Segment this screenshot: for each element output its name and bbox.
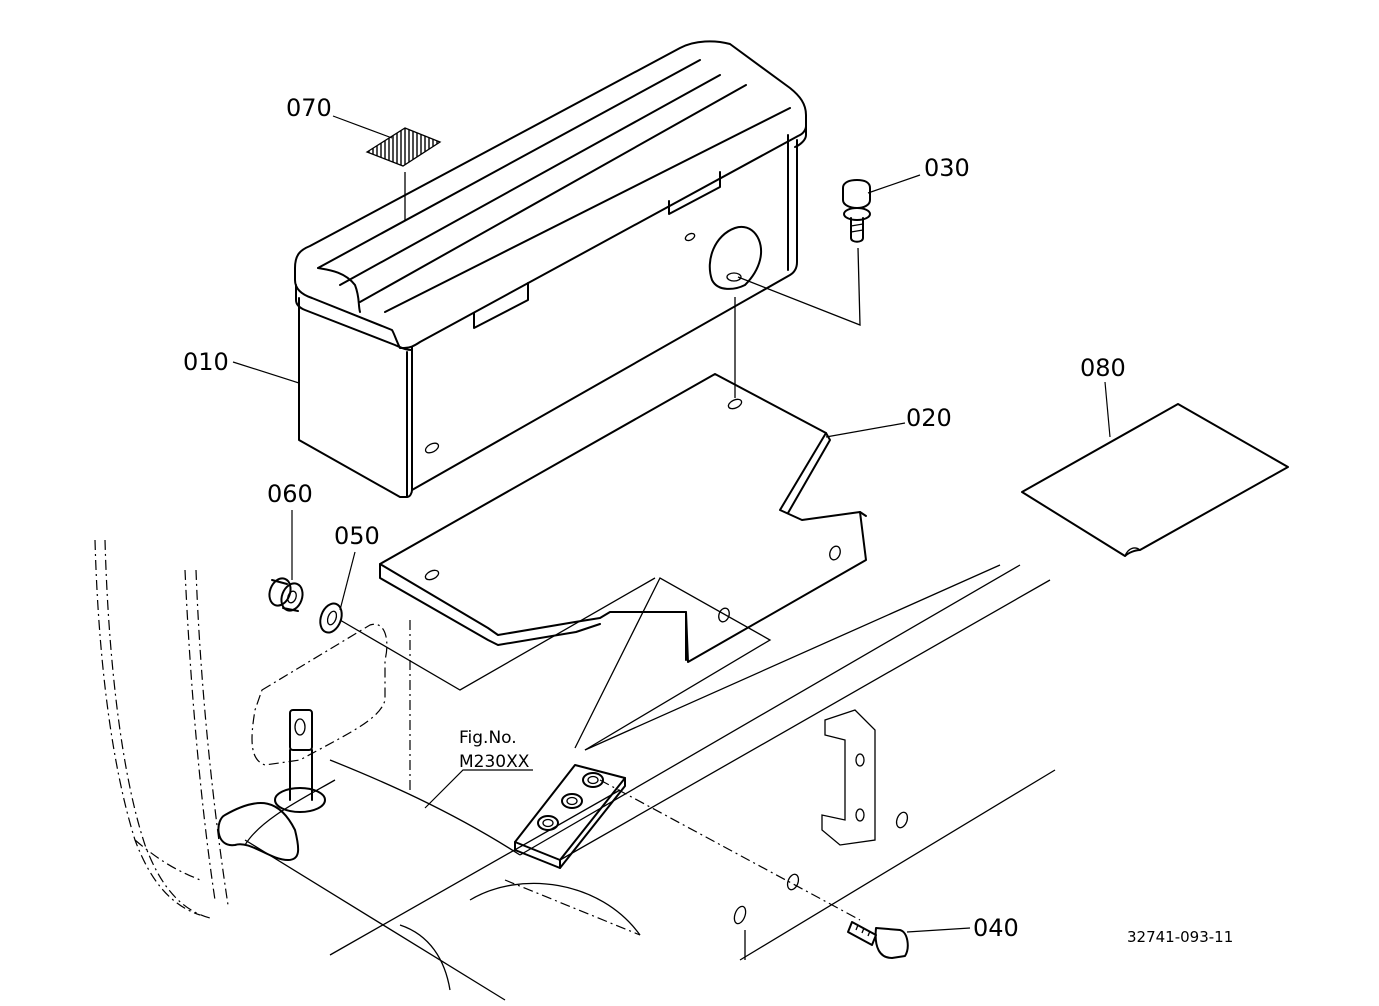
callout-030: 030 [924,154,970,182]
drawing-code: 32741-093-11 [1127,928,1233,946]
tractor-frame [94,539,1056,1001]
tool-box-010 [294,40,807,498]
callout-010: 010 [183,348,229,376]
leader-lines [232,115,1111,933]
callouts: 010 020 030 040 050 060 070 080 Fig.No. … [183,94,1233,946]
callout-070: 070 [286,94,332,122]
collar-060 [268,577,304,612]
bracket-plate-020 [379,373,867,663]
bolt-030 [842,179,871,243]
figure-ref-line1: Fig.No. [459,728,517,748]
callout-060: 060 [267,480,313,508]
callout-040: 040 [973,914,1019,942]
sheet-080 [1021,403,1289,557]
callout-020: 020 [906,404,952,432]
callout-050: 050 [334,522,380,550]
mount-bolts [537,772,604,831]
bolt-040 [847,921,909,959]
label-070 [365,127,442,220]
assembly-lines [339,247,861,921]
washer-050 [319,602,343,634]
figure-ref-line2: M230XX [459,752,530,772]
callout-080: 080 [1080,354,1126,382]
